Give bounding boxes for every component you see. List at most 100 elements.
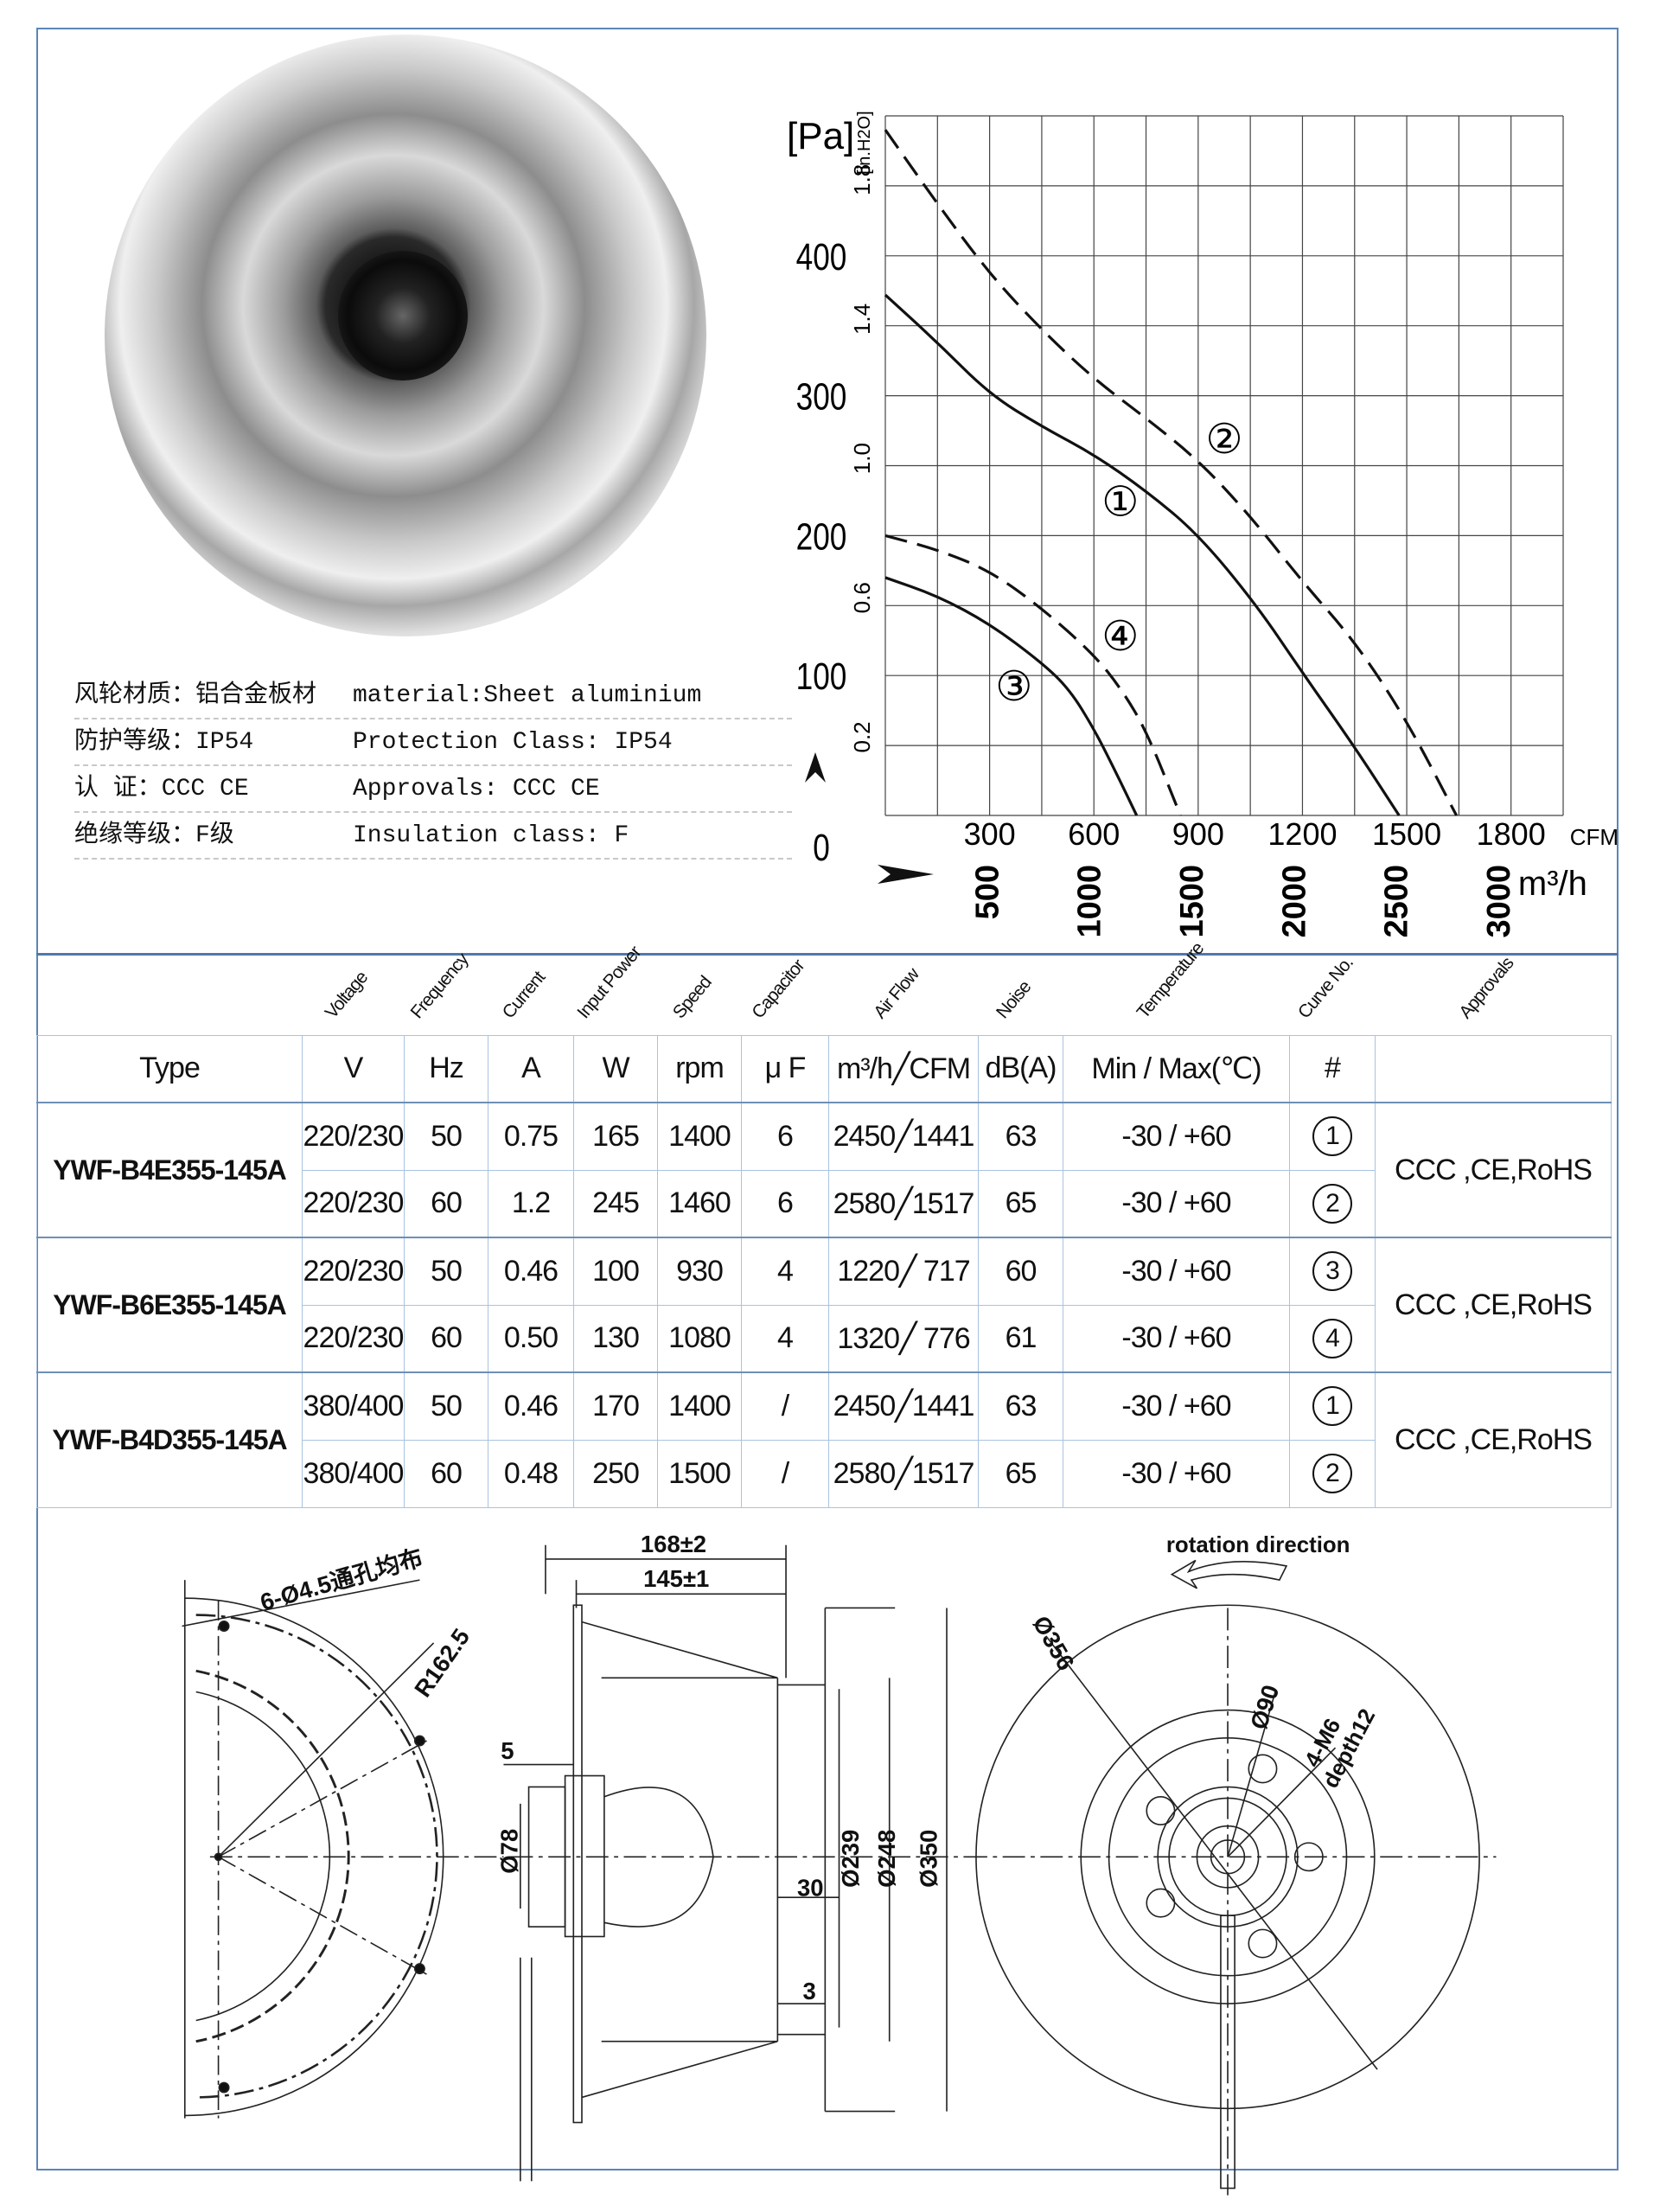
y-tick-label: 100 (796, 656, 847, 699)
x2-axis-label: m³/h (1518, 865, 1587, 903)
data-cell: -30 / +60 (1063, 1439, 1290, 1508)
curve-label-2: ② (1205, 415, 1242, 463)
data-cell: 1460 (657, 1169, 742, 1238)
x2-tick-label: 1000 (1072, 865, 1108, 938)
x-tick-label: 1500 (1372, 816, 1441, 852)
data-cell: -30 / +60 (1063, 1371, 1290, 1441)
dim-145: 145±1 (643, 1565, 709, 1592)
y2-tick-label: 0.6 (849, 582, 875, 613)
data-cell: / (741, 1439, 829, 1508)
data-cell: 2450╱1441 (828, 1102, 979, 1171)
curve-1 (884, 293, 1401, 816)
x-tick-label: 600 (1068, 816, 1120, 852)
data-cell: 220/230 (302, 1169, 405, 1238)
data-cell: 0.46 (488, 1371, 574, 1441)
data-cell: -30 / +60 (1063, 1102, 1290, 1171)
y2-tick-label: 1.4 (849, 304, 875, 335)
data-cell: 1500 (657, 1439, 742, 1508)
right-arrow-icon (878, 865, 934, 884)
approvals-cell: CCC ,CE,RoHS (1375, 1371, 1612, 1508)
data-cell: 1400 (657, 1371, 742, 1441)
data-cell: 6 (741, 1102, 829, 1171)
impeller-photo (105, 35, 706, 636)
spec-line: 风轮材质：铝合金板材 material:Sheet aluminium (74, 673, 792, 719)
x-tick-label: 900 (1172, 816, 1224, 852)
curve-cell: 2 (1289, 1439, 1376, 1508)
spec-cn: 风轮材质：铝合金板材 (74, 682, 317, 709)
curve-number: 3 (1312, 1251, 1352, 1292)
unit-a: A (488, 1034, 574, 1103)
motor-hub (338, 251, 468, 380)
data-cell: 60 (404, 1439, 488, 1508)
y-tick-label: 300 (796, 376, 847, 419)
data-cell: 0.75 (488, 1102, 574, 1171)
front-flange-view: 6-Ø4.5通孔均布 R162.5 (182, 1544, 504, 2119)
holes-label: 6-Ø4.5通孔均布 (257, 1544, 425, 1615)
spec-en: Approvals: CCC CE (353, 776, 600, 802)
data-cell: 0.50 (488, 1304, 574, 1373)
y2-tick-label: 1.0 (849, 443, 875, 474)
data-cell: 60 (404, 1304, 488, 1373)
rotation-direction-label: rotation direction (1166, 1533, 1350, 1557)
radius-label: R162.5 (409, 1624, 475, 1702)
data-cell: 60 (978, 1237, 1063, 1306)
spec-en: Insulation class: F (353, 822, 629, 849)
approvals-cell: CCC ,CE,RoHS (1375, 1237, 1612, 1373)
unit-approvals (1375, 1034, 1612, 1103)
curve-cell: 1 (1289, 1371, 1376, 1441)
curve-number: 2 (1312, 1183, 1352, 1224)
curve-cell: 2 (1289, 1169, 1376, 1238)
spec-cn: 认 证：CCC CE (74, 776, 249, 802)
x-tick-label: 300 (964, 816, 1016, 852)
data-cell: 220/230 (302, 1102, 405, 1171)
y2-axis-label: [in.H2O] (855, 111, 874, 174)
unit-hz: Hz (404, 1034, 488, 1103)
rear-view: rotation direction Ø356 Ø90 4-M6 depth12 (965, 1533, 1497, 2196)
unit-noise: dB(A) (978, 1034, 1063, 1103)
side-view: 168±2 145±1 5 Ø78 30 3 Ø239 Ø248 Ø350 (496, 1531, 966, 2182)
spec-en: material:Sheet aluminium (353, 682, 702, 709)
data-cell: 4 (741, 1237, 829, 1306)
spec-en: Protection Class: IP54 (353, 729, 673, 756)
type-cell: YWF-B4D355-145A (36, 1371, 303, 1508)
curve-label-3: ③ (995, 662, 1032, 711)
data-cell: -30 / +60 (1063, 1237, 1290, 1306)
curve-label-4: ④ (1101, 612, 1139, 661)
x-axis-label: CFM (1570, 824, 1618, 850)
data-cell: 50 (404, 1371, 488, 1441)
rotation-arrow-icon (1170, 1559, 1288, 1589)
x2-tick-label: 2000 (1276, 865, 1312, 938)
data-cell: 170 (573, 1371, 658, 1441)
section-divider (36, 953, 1618, 956)
x2-tick-label: 3000 (1481, 865, 1517, 938)
curve-cell: 4 (1289, 1304, 1376, 1373)
data-cell: 1220╱ 717 (828, 1237, 979, 1306)
data-cell: 380/400 (302, 1439, 405, 1508)
curve-3 (884, 576, 1139, 816)
data-cell: 2580╱1517 (828, 1439, 979, 1508)
data-cell: 165 (573, 1102, 658, 1171)
unit-curve: # (1289, 1034, 1376, 1103)
x2-tick-label: 2500 (1379, 865, 1415, 938)
data-cell: 100 (573, 1237, 658, 1306)
spec-cn: 绝缘等级：F级 (74, 822, 234, 849)
dim-5: 5 (501, 1737, 514, 1764)
unit-v: V (302, 1034, 405, 1103)
dim-350: Ø350 (916, 1830, 942, 1888)
dim-239: Ø239 (837, 1830, 864, 1888)
x2-tick-label: 1500 (1174, 865, 1210, 938)
data-cell: 60 (404, 1169, 488, 1238)
data-cell: 380/400 (302, 1371, 405, 1441)
spec-line: 绝缘等级：F级 Insulation class: F (74, 813, 792, 860)
data-cell: 2580╱1517 (828, 1169, 979, 1238)
data-cell: 250 (573, 1439, 658, 1508)
data-cell: 1.2 (488, 1169, 574, 1238)
y-tick-label: 0 (813, 827, 830, 869)
data-cell: 6 (741, 1169, 829, 1238)
y-tick-label: 400 (796, 236, 847, 278)
